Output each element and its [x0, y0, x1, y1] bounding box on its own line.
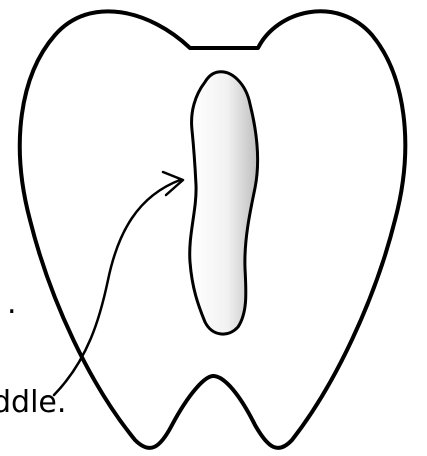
callout-label: ddle.	[0, 385, 66, 420]
stray-period-mark: .	[7, 286, 17, 321]
